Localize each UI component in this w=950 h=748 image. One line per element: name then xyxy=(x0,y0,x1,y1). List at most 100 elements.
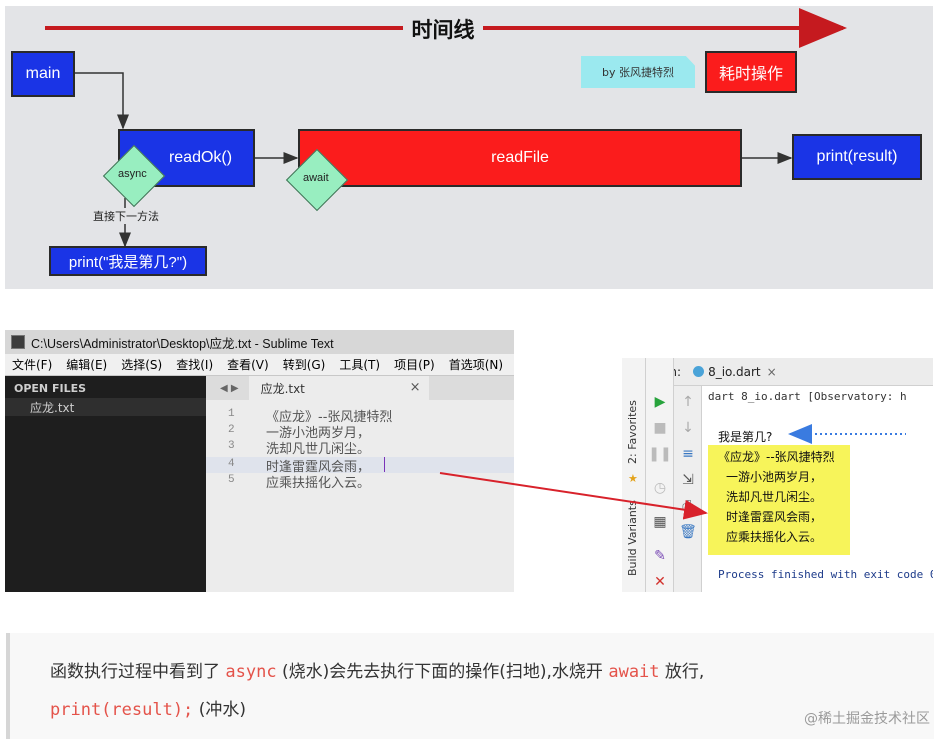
tab-nav-arrows[interactable]: ◀ ▶ xyxy=(220,382,239,394)
output-line: 一游小池两岁月， xyxy=(726,470,823,484)
sublime-window: C:\Users\Administrator\Desktop\应龙.txt - … xyxy=(5,330,514,592)
run-tab-label: 8_io.dart xyxy=(708,364,761,379)
code-line[interactable]: 《应龙》--张风捷特烈 xyxy=(266,410,393,425)
menu-find[interactable]: 查找(I) xyxy=(176,358,214,372)
code-line[interactable]: 时逢雷霆风会雨， xyxy=(266,460,371,475)
line-gutter xyxy=(206,400,260,592)
readfile-box: readFile xyxy=(298,129,742,187)
menu-tools[interactable]: 工具(T) xyxy=(339,358,381,372)
layout-icon[interactable]: ▦ xyxy=(653,514,667,530)
print-result-box: print(result) xyxy=(792,134,922,180)
quote-text: (冲水) xyxy=(193,700,246,720)
close-run-icon[interactable]: ✕ xyxy=(654,574,666,590)
quote-text: 放行, xyxy=(659,662,705,682)
line-number: 1 xyxy=(228,408,235,420)
output-question: 我是第几? xyxy=(718,430,773,444)
author-note: by 张风捷特烈 xyxy=(581,56,695,88)
output-line: 洗却凡世几闲尘。 xyxy=(726,490,823,504)
sublime-tab-bar: ◀ ▶ 应龙.txt × xyxy=(206,376,514,400)
rerun-icon[interactable]: ▶ xyxy=(654,394,666,410)
pin-icon[interactable]: ✎ xyxy=(654,548,666,564)
output-line: 《应龙》--张风捷特烈 xyxy=(718,450,835,464)
star-icon: ★ xyxy=(628,472,638,485)
close-icon[interactable]: × xyxy=(409,380,421,395)
ide-left-strip: 2: Favorites ★ Build Variants xyxy=(622,358,646,592)
menu-goto[interactable]: 转到(G) xyxy=(282,358,326,372)
menu-edit[interactable]: 编辑(E) xyxy=(66,358,108,372)
menu-project[interactable]: 项目(P) xyxy=(394,358,435,372)
stop-icon[interactable]: ■ xyxy=(653,420,667,436)
current-line-highlight xyxy=(206,457,514,473)
build-variants-tab[interactable]: Build Variants xyxy=(626,500,639,576)
quote-line-1: 函数执行过程中看到了 async (烧水)会先去执行下面的操作(扫地),水烧开 … xyxy=(50,657,704,682)
print-question-box: print("我是第几?") xyxy=(49,246,207,276)
scroll-down-icon[interactable]: ↓ xyxy=(682,420,694,436)
editor-tab[interactable]: 应龙.txt × xyxy=(248,376,429,400)
explanation-quote: 函数执行过程中看到了 async (烧水)会先去执行下面的操作(扫地),水烧开 … xyxy=(6,633,934,739)
editor-tab-label: 应龙.txt xyxy=(260,381,305,396)
main-label: main xyxy=(25,65,61,82)
close-icon[interactable]: × xyxy=(766,364,777,379)
print-icon[interactable]: ⎙ xyxy=(682,498,694,514)
timer-icon[interactable]: ◷ xyxy=(653,480,667,496)
await-label: await xyxy=(303,172,329,184)
timeline-diagram: 时间线 by 张风捷特烈 耗时操作 main readOk() async 直接… xyxy=(5,6,933,289)
run-command-line: dart 8_io.dart [Observatory: h xyxy=(708,390,907,403)
author-note-text: by 张风捷特烈 xyxy=(602,66,674,79)
output-line: 时逢雷霆风会雨， xyxy=(726,510,823,524)
async-keyword: async xyxy=(225,662,277,682)
print-question-label: print("我是第几?") xyxy=(68,253,188,271)
scroll-end-icon[interactable]: ⇲ xyxy=(682,472,694,488)
process-finished-text: Process finished with exit code 0 xyxy=(718,568,933,581)
ide-toolbar-left: ▶ ■ ❚❚ ◷ ▦ ✎ ✕ xyxy=(646,358,674,592)
menu-selection[interactable]: 选择(S) xyxy=(121,358,163,372)
text-cursor xyxy=(384,457,385,472)
sublime-editor: ◀ ▶ 应龙.txt × 1 2 3 4 5 《应龙》--张风捷特烈 一游小池两… xyxy=(206,376,514,592)
slow-operation-label: 耗时操作 xyxy=(718,66,783,83)
code-line[interactable]: 洗却凡世几闲尘。 xyxy=(266,442,371,457)
run-tab[interactable]: 8_io.dart × xyxy=(693,365,777,379)
ide-run-panel: 2: Favorites ★ Build Variants Run: 8_io.… xyxy=(622,358,933,592)
print-result-code: print(result); xyxy=(50,700,194,720)
quote-line-2: print(result); (冲水) xyxy=(50,695,246,720)
readfile-label: readFile xyxy=(491,149,549,166)
pause-icon[interactable]: ❚❚ xyxy=(648,446,672,462)
menu-file[interactable]: 文件(F) xyxy=(12,358,53,372)
line-number: 4 xyxy=(228,458,235,470)
code-line[interactable]: 应乘扶摇化入云。 xyxy=(266,476,371,491)
readok-label: readOk() xyxy=(168,149,233,166)
quote-text: 函数执行过程中看到了 xyxy=(50,662,226,682)
main-box: main xyxy=(11,51,75,97)
sublime-app-icon xyxy=(11,335,25,349)
ide-run-header: Run: 8_io.dart × xyxy=(646,358,933,386)
line-number: 2 xyxy=(228,424,235,436)
open-files-header: OPEN FILES xyxy=(14,382,87,395)
sublime-title-bar: C:\Users\Administrator\Desktop\应龙.txt - … xyxy=(5,330,514,354)
line-number: 5 xyxy=(228,474,235,486)
direct-next-label: 直接下一方法 xyxy=(93,208,159,224)
ide-toolbar-right: ↑ ↓ ≡ ⇲ ⎙ 🗑 xyxy=(674,386,702,592)
async-label: async xyxy=(118,168,147,180)
sublime-sidebar: OPEN FILES 应龙.txt xyxy=(5,376,206,592)
menu-preferences[interactable]: 首选项(N) xyxy=(448,358,504,372)
dart-icon xyxy=(693,366,705,377)
output-line: 应乘扶摇化入云。 xyxy=(726,530,823,544)
await-keyword: await xyxy=(608,662,660,682)
menu-view[interactable]: 查看(V) xyxy=(227,358,269,372)
main-to-readok-arrow xyxy=(72,72,129,130)
print-result-label: print(result) xyxy=(816,148,898,165)
scroll-up-icon[interactable]: ↑ xyxy=(682,394,694,410)
output-highlight-box xyxy=(708,445,850,555)
sublime-title: C:\Users\Administrator\Desktop\应龙.txt - … xyxy=(31,336,334,351)
trash-icon[interactable]: 🗑 xyxy=(679,524,697,540)
slow-operation-legend: 耗时操作 xyxy=(705,51,797,93)
sidebar-file-item[interactable]: 应龙.txt xyxy=(5,398,206,416)
code-line[interactable]: 一游小池两岁月， xyxy=(266,426,371,441)
quote-text: (烧水)会先去执行下面的操作(扫地),水烧开 xyxy=(276,662,609,682)
timeline-label: 时间线 xyxy=(403,16,483,42)
watermark: @稀土掘金技术社区 xyxy=(804,711,930,727)
sublime-menu-bar: 文件(F) 编辑(E) 选择(S) 查找(I) 查看(V) 转到(G) 工具(T… xyxy=(5,354,514,376)
line-number: 3 xyxy=(228,440,235,452)
soft-wrap-icon[interactable]: ≡ xyxy=(682,446,694,462)
favorites-tab[interactable]: 2: Favorites xyxy=(626,400,639,464)
